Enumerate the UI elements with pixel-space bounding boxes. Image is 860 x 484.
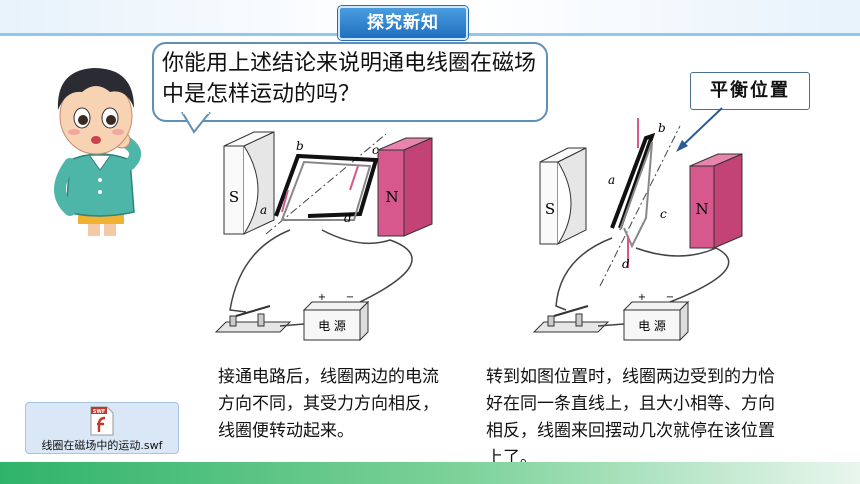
s-pole-label: S: [545, 200, 555, 218]
wire: [555, 237, 613, 311]
speech-bubble-text: 你能用上述结论来说明通电线圈在磁场中是怎样运动的吗？: [162, 51, 537, 107]
boy-cheek: [112, 129, 124, 135]
n-pole-label: N: [695, 200, 708, 218]
boy-shirt: [65, 153, 135, 217]
battery-body: [303, 309, 361, 341]
coil-front: [274, 153, 379, 218]
battery-plus: +: [638, 292, 646, 303]
battery-side: [679, 300, 689, 342]
switch-post: [257, 313, 265, 327]
boy-pupil: [106, 115, 116, 125]
rotation-axis: [265, 133, 387, 235]
left-motor-diagram: S N b c a d 电 源 + −: [214, 131, 433, 342]
battery-plus: +: [318, 292, 326, 303]
boy-button: [98, 190, 102, 194]
boy-shorts: [78, 202, 124, 224]
point-a-label: a: [608, 173, 615, 187]
boy-pupil: [78, 115, 88, 125]
switch-lever: [553, 305, 589, 317]
point-a-label: a: [260, 203, 267, 217]
wire: [229, 229, 291, 313]
swf-badge: SWF: [93, 409, 106, 415]
right-motor-diagram: S N b c a d 电 源 + −: [532, 118, 743, 342]
s-magnet-pole-face: [557, 161, 572, 245]
force-arrow: [349, 165, 359, 191]
s-magnet-pole-face: [243, 145, 259, 235]
n-magnet-side: [403, 137, 433, 237]
point-b-label: b: [658, 121, 666, 135]
point-b-label: b: [296, 139, 304, 153]
rotation-axis: [599, 125, 681, 287]
n-magnet-front: [689, 165, 715, 249]
battery-minus: −: [666, 292, 674, 303]
boy-collar: [89, 155, 111, 171]
n-magnet-front: [377, 149, 405, 237]
swf-attachment[interactable]: SWF 线圈在磁场中的运动.swf: [25, 402, 179, 454]
battery-side: [359, 300, 369, 342]
boy-illustration: [54, 68, 142, 236]
battery-top: [622, 301, 690, 311]
balance-position-label: 平衡位置: [690, 72, 810, 110]
wire: [597, 323, 625, 327]
wire: [321, 229, 413, 303]
n-pole-label: N: [385, 188, 398, 206]
s-pole-label: S: [229, 188, 239, 206]
force-arrow: [281, 189, 289, 213]
wire: [279, 323, 305, 327]
speech-bubble: [152, 42, 548, 122]
switch-post: [575, 313, 583, 327]
point-c-label: c: [372, 143, 379, 157]
battery-minus: −: [346, 292, 354, 303]
n-magnet-side: [713, 153, 743, 249]
bottom-bar: [0, 462, 860, 484]
right-caption: 转到如图位置时，线圈两边受到的力恰好在同一条直线上，且大小相等、方向相反，线圈来…: [486, 367, 775, 468]
boy-hair: [57, 68, 134, 110]
coil-back: [619, 141, 653, 249]
pointer-arrow: [676, 107, 723, 152]
flash-file-icon: SWF: [90, 406, 114, 436]
battery-label: 电 源: [318, 319, 346, 333]
section-title: 探究新知: [338, 6, 468, 40]
point-c-label: c: [660, 207, 667, 221]
switch-post: [547, 315, 555, 327]
battery-body: [623, 309, 681, 341]
boy-button: [98, 178, 102, 182]
coil-front: [610, 132, 656, 229]
battery-label: 电 源: [638, 319, 666, 333]
boy-arm-left: [54, 158, 76, 216]
switch-base: [214, 321, 292, 333]
switch-lever: [235, 305, 271, 317]
point-d-label: d: [622, 257, 630, 271]
boy-mouth: [91, 136, 101, 144]
swf-filename: 线圈在磁场中的运动.swf: [41, 439, 163, 452]
coil-back: [280, 160, 372, 221]
switch-base: [532, 321, 610, 333]
point-d-label: d: [344, 211, 352, 225]
battery-top: [302, 301, 370, 311]
speech-bubble-tail: [181, 112, 211, 134]
wire: [635, 247, 730, 303]
left-caption: 接通电路后，线圈两边的电流方向不同，其受力方向相反，线圈便转动起来。: [218, 367, 439, 441]
switch-post: [229, 315, 237, 327]
boy-cheek: [68, 129, 80, 135]
